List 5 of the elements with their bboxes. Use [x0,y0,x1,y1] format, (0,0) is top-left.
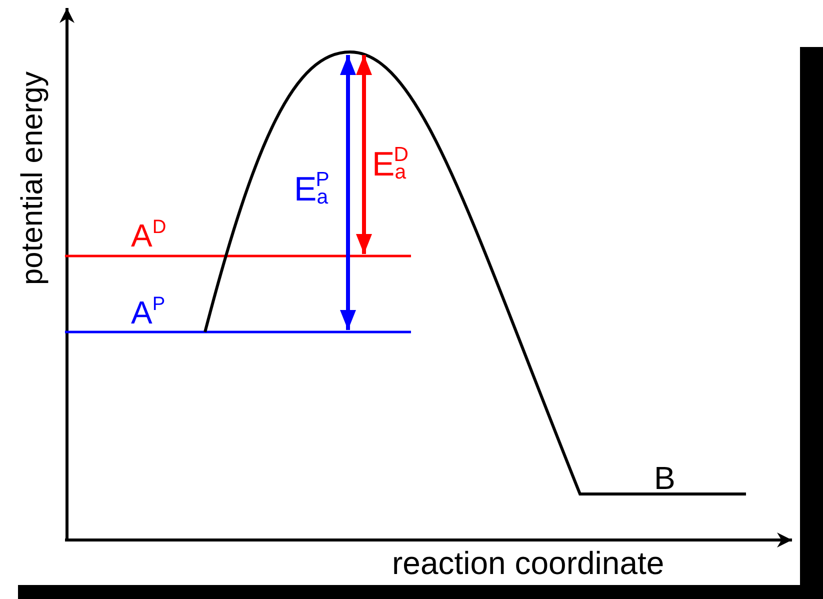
energy-level-label: A$^{D}$ [131,218,166,252]
energy-level-label: A$^{P}$ [131,295,166,328]
energy-level-label: B [654,462,676,494]
axis-title: reaction coordinate [392,547,664,579]
axis-title: potential energy [18,72,48,285]
